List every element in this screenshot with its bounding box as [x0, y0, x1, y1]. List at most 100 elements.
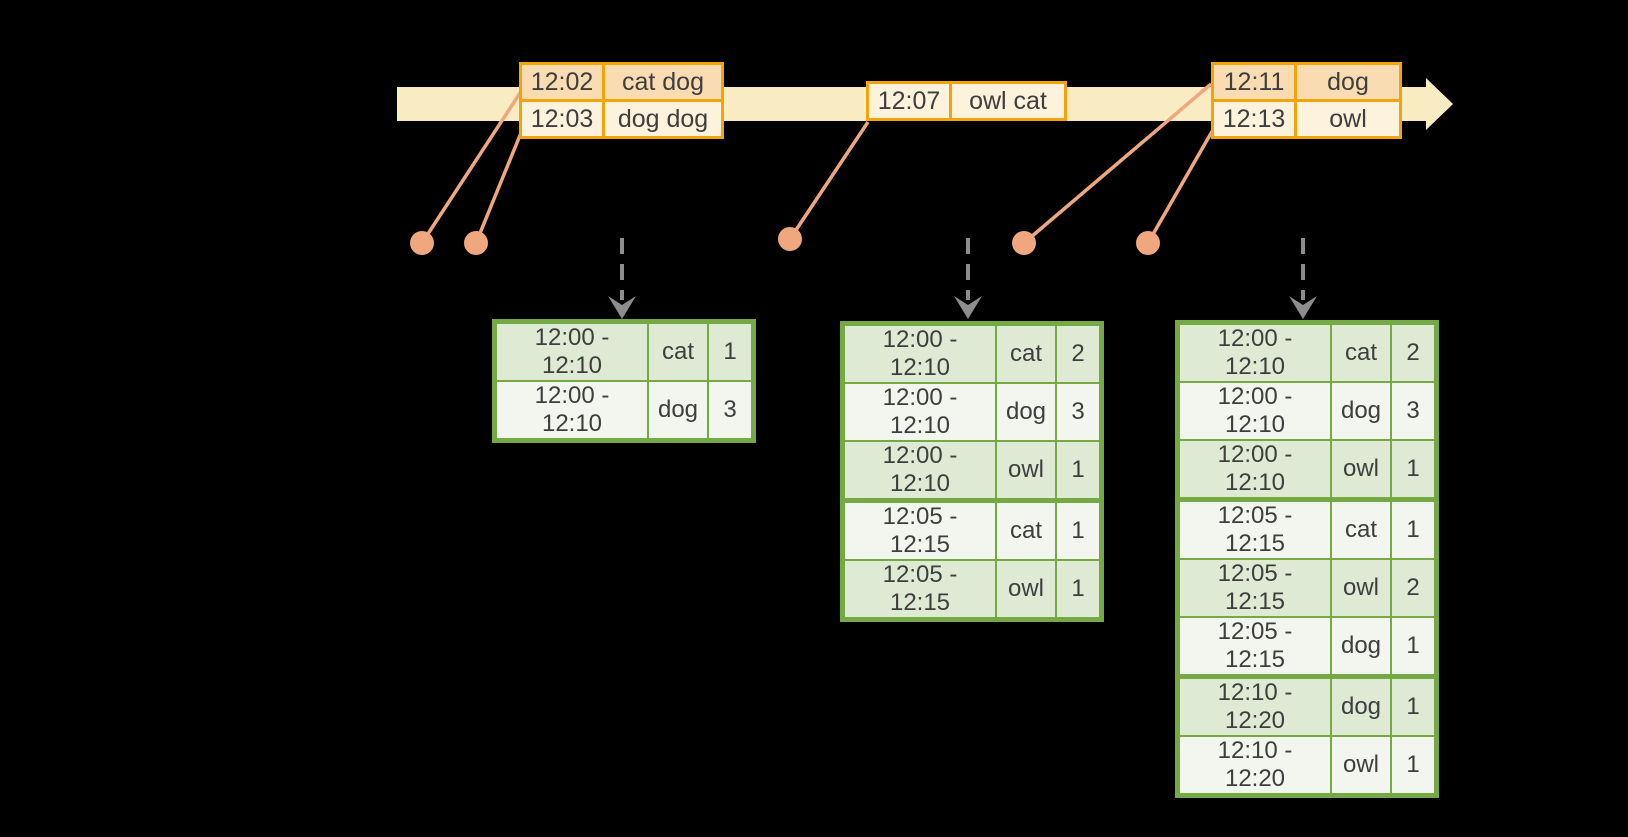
result-table-2: 12:00 - 12:10 cat 2 12:00 - 12:10 dog 3 … — [840, 321, 1104, 622]
connector-line — [788, 121, 870, 240]
word-cell: cat — [647, 320, 709, 382]
table-row: 12:11 dog — [1211, 62, 1402, 102]
table-row: 12:05 - 12:15 owl 2 — [1176, 558, 1438, 618]
window-cell: 12:00 - 12:10 — [1176, 321, 1332, 383]
table-row: 12:00 - 12:10 owl 1 — [841, 440, 1103, 502]
connector-line — [1022, 82, 1213, 245]
table-row: 12:00 - 12:10 cat 1 — [493, 320, 755, 382]
window-cell: 12:00 - 12:10 — [1176, 439, 1332, 501]
word-cell: owl — [995, 440, 1057, 502]
event-time-cell: 12:07 — [866, 81, 952, 121]
table-row: 12:10 - 12:20 dog 1 — [1176, 674, 1438, 737]
word-cell: owl — [1330, 558, 1392, 618]
connector-line — [420, 89, 524, 244]
trigger-arrows — [620, 238, 1305, 300]
trigger-arrowhead-icon — [608, 296, 636, 319]
table-row: 12:03 dog dog — [519, 99, 724, 139]
word-cell: cat — [1330, 497, 1392, 560]
count-cell: 2 — [1055, 322, 1103, 384]
table-row: 12:00 - 12:10 owl 1 — [1176, 439, 1438, 501]
connector-lines — [420, 82, 1216, 245]
table-row: 12:00 - 12:10 cat 2 — [1176, 321, 1438, 383]
table-row: 12:05 - 12:15 cat 1 — [1176, 497, 1438, 560]
table-row: 12:02 cat dog — [519, 62, 724, 102]
window-cell: 12:00 - 12:10 — [841, 322, 997, 384]
event-words-cell: owl cat — [949, 81, 1067, 121]
window-cell: 12:05 - 12:15 — [841, 498, 997, 561]
window-cell: 12:05 - 12:15 — [841, 559, 997, 621]
window-cell: 12:05 - 12:15 — [1176, 558, 1332, 618]
result-table-3: 12:00 - 12:10 cat 2 12:00 - 12:10 dog 3 … — [1175, 320, 1439, 798]
count-cell: 3 — [1055, 382, 1103, 442]
count-cell: 1 — [1390, 735, 1438, 797]
word-cell: cat — [995, 322, 1057, 384]
event-dot — [1012, 231, 1036, 255]
count-cell: 3 — [1390, 381, 1438, 441]
event-time-cell: 12:02 — [519, 62, 605, 102]
connector-line — [474, 127, 525, 244]
window-cell: 12:00 - 12:10 — [1176, 381, 1332, 441]
word-cell: owl — [1330, 439, 1392, 501]
word-cell: cat — [1330, 321, 1392, 383]
event-words-cell: owl — [1294, 99, 1402, 139]
result-table-1: 12:00 - 12:10 cat 1 12:00 - 12:10 dog 3 — [492, 319, 756, 443]
table-row: 12:00 - 12:10 dog 3 — [493, 380, 755, 442]
table-row: 12:05 - 12:15 cat 1 — [841, 498, 1103, 561]
event-dot — [778, 227, 802, 251]
table-row: 12:05 - 12:15 dog 1 — [1176, 616, 1438, 678]
trigger-arrowhead-icon — [954, 296, 982, 319]
word-cell: dog — [1330, 616, 1392, 678]
table-row: 12:05 - 12:15 owl 1 — [841, 559, 1103, 621]
table-row: 12:07 owl cat — [866, 81, 1067, 121]
event-dot — [410, 231, 434, 255]
word-cell: cat — [995, 498, 1057, 561]
event-table-1: 12:02 cat dog 12:03 dog dog — [519, 62, 724, 139]
count-cell: 1 — [1390, 439, 1438, 501]
table-row: 12:10 - 12:20 owl 1 — [1176, 735, 1438, 797]
window-cell: 12:10 - 12:20 — [1176, 735, 1332, 797]
event-dot — [464, 231, 488, 255]
window-cell: 12:00 - 12:10 — [841, 382, 997, 442]
word-cell: dog — [647, 380, 709, 442]
word-cell: dog — [1330, 381, 1392, 441]
trigger-arrowheads — [608, 296, 1317, 319]
event-words-cell: cat dog — [602, 62, 724, 102]
word-cell: dog — [995, 382, 1057, 442]
event-time-cell: 12:13 — [1211, 99, 1297, 139]
table-row: 12:00 - 12:10 dog 3 — [841, 382, 1103, 442]
window-cell: 12:00 - 12:10 — [493, 320, 649, 382]
event-time-cell: 12:11 — [1211, 62, 1297, 102]
count-cell: 1 — [1390, 616, 1438, 678]
event-words-cell: dog dog — [602, 99, 724, 139]
event-table-2: 12:07 owl cat — [866, 81, 1067, 121]
window-cell: 12:05 - 12:15 — [1176, 616, 1332, 678]
table-row: 12:00 - 12:10 cat 2 — [841, 322, 1103, 384]
count-cell: 1 — [1390, 497, 1438, 560]
count-cell: 2 — [1390, 321, 1438, 383]
window-cell: 12:10 - 12:20 — [1176, 674, 1332, 737]
count-cell: 1 — [1055, 559, 1103, 621]
trigger-arrowhead-icon — [1289, 296, 1317, 319]
event-dot — [1136, 231, 1160, 255]
count-cell: 1 — [1390, 674, 1438, 737]
table-row: 12:13 owl — [1211, 99, 1402, 139]
event-dots — [410, 227, 1160, 255]
connector-line — [1146, 127, 1216, 244]
event-time-cell: 12:03 — [519, 99, 605, 139]
window-cell: 12:00 - 12:10 — [493, 380, 649, 442]
window-cell: 12:05 - 12:15 — [1176, 497, 1332, 560]
word-cell: dog — [1330, 674, 1392, 737]
count-cell: 1 — [707, 320, 755, 382]
event-table-3: 12:11 dog 12:13 owl — [1211, 62, 1402, 139]
count-cell: 2 — [1390, 558, 1438, 618]
count-cell: 3 — [707, 380, 755, 442]
word-cell: owl — [995, 559, 1057, 621]
count-cell: 1 — [1055, 440, 1103, 502]
timeline-arrowhead-icon — [1426, 78, 1453, 130]
word-cell: owl — [1330, 735, 1392, 797]
event-words-cell: dog — [1294, 62, 1402, 102]
table-row: 12:00 - 12:10 dog 3 — [1176, 381, 1438, 441]
count-cell: 1 — [1055, 498, 1103, 561]
